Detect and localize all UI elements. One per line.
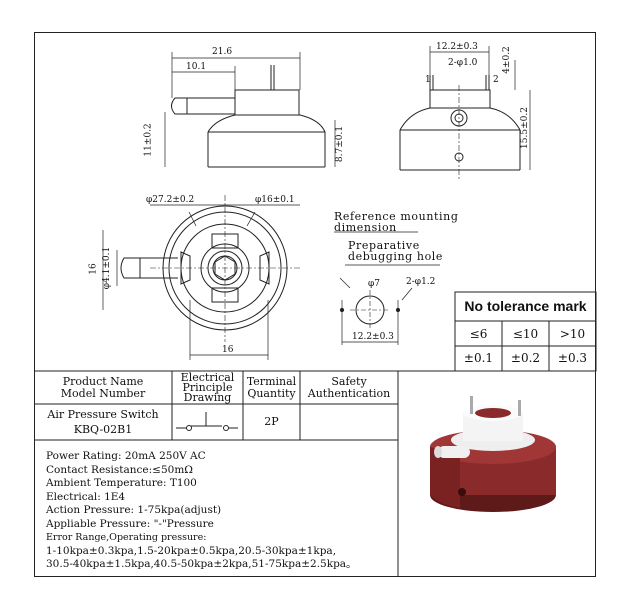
- tolerance-range-1: ≤6: [469, 327, 488, 341]
- dim-side-pin-height: 4±0.2: [501, 46, 512, 74]
- side-view: [399, 46, 531, 180]
- dim-front-inner-width: 10.1: [186, 62, 207, 72]
- header-quantity: Quantity: [247, 387, 296, 400]
- dim-top-height: 16: [88, 263, 99, 275]
- terminal-quantity: 2P: [264, 415, 279, 428]
- pin-label-1: 1: [425, 75, 431, 85]
- header-principle-3: Drawing: [183, 391, 232, 404]
- switch-symbol: [176, 412, 238, 431]
- dim-top-outer-dia: φ27.2±0.2: [146, 195, 195, 205]
- dim-top-bottom: 16: [222, 345, 234, 355]
- dim-front-left-height: 11±0.2: [143, 123, 154, 157]
- product-name: Air Pressure Switch: [47, 408, 159, 421]
- dim-mount-hole-dia: φ7: [368, 279, 381, 289]
- spec-electrical: Electrical: 1E4: [46, 490, 126, 503]
- dim-top-inner-dia: φ16±0.1: [255, 195, 295, 205]
- mounting-view: [334, 231, 440, 345]
- product-image: [430, 396, 556, 512]
- spec-error-range-title: Error Range,Operating pressure:: [46, 532, 207, 543]
- spec-list: Power Rating: 20mA 250V AC Contact Resis…: [46, 450, 357, 572]
- tolerance-value-3: ±0.3: [557, 351, 588, 365]
- spec-power-rating: Power Rating: 20mA 250V AC: [46, 450, 206, 462]
- mounting-ref-line1: Reference mounting: [334, 210, 459, 223]
- header-principle-2: Principle: [182, 381, 233, 394]
- top-view: [102, 195, 300, 360]
- header-authentication: Authentication: [307, 387, 391, 400]
- dim-side-pin-spacing: 12.2±0.3: [436, 42, 478, 52]
- spec-error-range-2: 30.5-40kpa±1.5kpa,40.5-50kpa±2kpa,51-75k…: [46, 558, 357, 570]
- dim-front-total-width: 21.6: [212, 47, 233, 57]
- dim-side-pin-dia: 2-φ1.0: [448, 58, 478, 68]
- dim-front-right-height: 8.7±0.1: [335, 125, 346, 163]
- tolerance-range-3: >10: [559, 327, 586, 341]
- dim-top-nozzle-dia: φ4.1±0.1: [102, 246, 113, 290]
- pin-label-2: 2: [493, 75, 499, 85]
- spec-ambient-temperature: Ambient Temperature: T100: [46, 477, 197, 489]
- tolerance-value-1: ±0.1: [463, 351, 494, 365]
- mounting-ref-line2: dimension: [334, 221, 397, 234]
- header-safety: Safety: [331, 375, 367, 388]
- spec-contact-resistance: Contact Resistance:≤50mΩ: [46, 463, 193, 476]
- front-view: [164, 52, 336, 168]
- header-terminal: Terminal: [246, 375, 297, 388]
- spec-error-range-1: 1-10kpa±0.3kpa,1.5-20kpa±0.5kpa,20.5-30k…: [46, 544, 337, 557]
- dim-side-total-height: 15.5±0.2: [519, 107, 530, 149]
- spec-action-pressure: Action Pressure: 1-75kpa(adjust): [46, 504, 222, 516]
- tolerance-title: No tolerance mark: [464, 298, 587, 314]
- dim-mount-spacing: 12.2±0.3: [352, 332, 394, 342]
- model-number: KBQ-02B1: [73, 423, 133, 436]
- dim-mount-pin-holes: 2-φ1.2: [406, 277, 436, 287]
- tolerance-value-2: ±0.2: [510, 351, 541, 365]
- table-grid: [34, 291, 597, 577]
- header-product-name: Product Name: [62, 375, 144, 388]
- header-principle-1: Electrical: [180, 371, 235, 384]
- mounting-prep-line1: Preparative: [348, 239, 420, 252]
- spec-appliable-pressure: Appliable Pressure: "-"Pressure: [46, 517, 214, 530]
- mounting-prep-line2: debugging hole: [348, 250, 444, 263]
- tolerance-range-2: ≤10: [512, 327, 539, 341]
- header-model-number: Model Number: [60, 387, 146, 400]
